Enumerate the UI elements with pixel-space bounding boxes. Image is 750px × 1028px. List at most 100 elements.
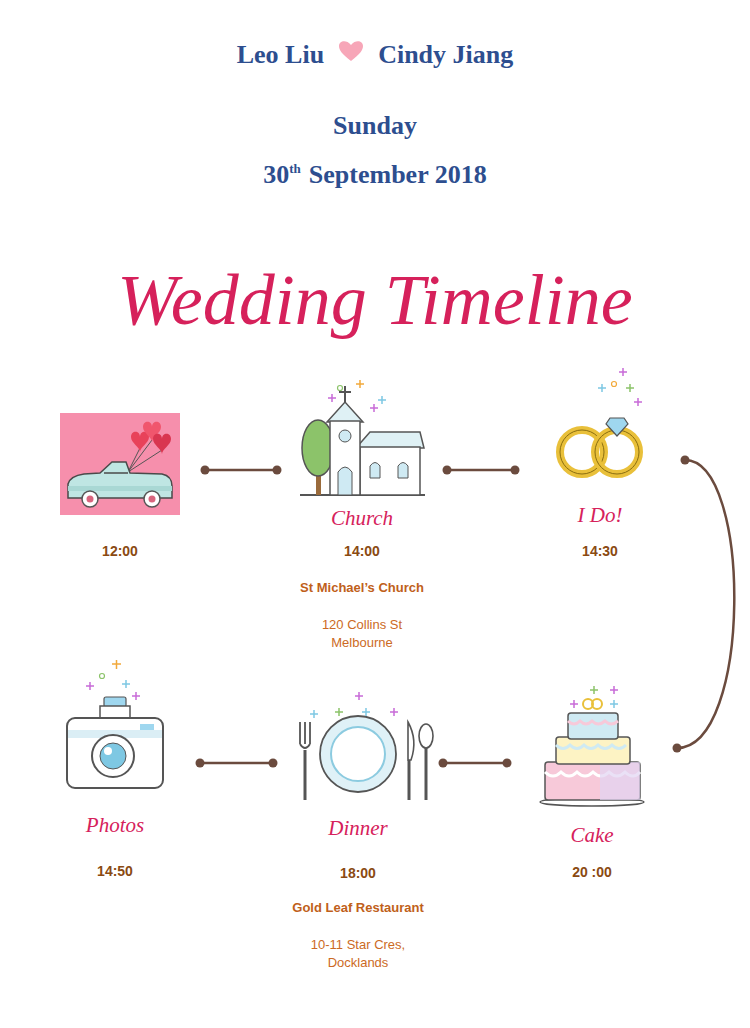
venue-address: 120 Collins St Melbourne <box>300 616 425 652</box>
step-time: 12:00 <box>102 542 138 560</box>
timeline-connector <box>196 759 278 768</box>
timeline-step: Church14:00St Michael’s Church120 Collin… <box>277 380 447 652</box>
connector-dot <box>269 759 278 768</box>
church-icon <box>338 386 343 391</box>
cake-icon <box>568 713 618 739</box>
day-line: Sunday <box>0 111 750 141</box>
step-name: Dinner <box>328 816 388 840</box>
rings-icon <box>560 368 642 474</box>
connector-line <box>447 469 515 472</box>
connector-dot <box>439 759 448 768</box>
connector-dot <box>511 466 520 475</box>
dinner-icon <box>390 708 398 716</box>
church-icon <box>370 463 380 479</box>
date-suffix: th <box>289 161 301 176</box>
connector-dot <box>273 466 282 475</box>
camera-icon <box>100 743 126 769</box>
dinner-icon <box>408 760 411 800</box>
rings-icon <box>626 384 634 392</box>
heart-symbol <box>338 39 364 63</box>
church-icon <box>356 432 424 448</box>
camera-icon <box>92 735 134 777</box>
rings-icon <box>619 368 627 376</box>
cake-icon <box>556 745 626 749</box>
church-icon <box>378 396 386 404</box>
dinner-icon <box>300 692 433 800</box>
date-day: 30 <box>263 160 289 189</box>
camera-icon <box>112 660 121 669</box>
camera-icon <box>104 747 112 755</box>
car-icon <box>153 434 171 454</box>
cake-icon <box>600 762 640 800</box>
church-icon <box>330 421 360 495</box>
dinner-icon <box>310 710 318 718</box>
church-icon <box>339 391 351 393</box>
cake-icon <box>540 686 644 806</box>
title-area: Wedding Timeline <box>0 258 750 342</box>
step-time: 20 :00 <box>572 863 612 881</box>
church-icon <box>356 380 364 388</box>
camera-icon <box>122 680 130 688</box>
cake-icon <box>570 700 578 708</box>
dinner-icon <box>355 692 363 700</box>
step-time: 18:00 <box>340 864 376 882</box>
connector-dot <box>201 466 210 475</box>
dinner-icon <box>408 722 414 760</box>
heart-symbol <box>339 41 363 61</box>
car-icon <box>60 413 180 515</box>
car-icon <box>149 496 156 503</box>
timeline-connector <box>201 466 282 475</box>
camera-icon <box>86 682 94 690</box>
dinner-icon <box>419 724 433 748</box>
venue-name: St Michael’s Church <box>300 579 424 597</box>
car-icon <box>144 491 160 507</box>
connector-line <box>443 762 507 765</box>
rings-icon <box>606 418 628 436</box>
church-icon <box>344 386 346 402</box>
car-icon <box>128 450 162 472</box>
dinner-icon <box>362 708 370 716</box>
date-line: 30th September 2018 <box>0 160 750 190</box>
rings-icon <box>598 384 606 392</box>
dinner-icon <box>331 727 385 781</box>
connector-line <box>677 460 734 748</box>
connector-dot <box>681 456 690 465</box>
church-icon <box>370 404 378 412</box>
cake-icon <box>610 700 618 708</box>
camera-icon <box>132 692 140 700</box>
cake-icon <box>590 686 598 694</box>
dinner-icon <box>425 748 428 800</box>
car-icon <box>68 486 172 491</box>
car-icon <box>104 472 128 474</box>
camera-icon <box>67 660 163 788</box>
car-icon <box>87 496 94 503</box>
timeline-connector <box>439 759 512 768</box>
step-name: Cake <box>570 823 613 847</box>
weekday: Sunday <box>333 111 417 140</box>
camera-icon <box>67 718 163 788</box>
dinner-icon <box>320 716 396 792</box>
church-icon <box>338 467 352 495</box>
groom-name: Leo Liu <box>237 40 324 69</box>
church-icon <box>328 394 336 402</box>
timeline-connector <box>673 456 735 753</box>
car-icon <box>82 491 98 507</box>
cake-icon <box>545 762 640 800</box>
church-icon <box>339 430 351 442</box>
date-month-year: September 2018 <box>309 160 487 189</box>
timeline-connector <box>443 466 520 475</box>
dinner-icon <box>335 708 343 716</box>
timeline-step: 12:00 <box>35 413 205 560</box>
connector-dot <box>196 759 205 768</box>
connector-dot <box>673 744 682 753</box>
cake-icon <box>610 686 618 694</box>
timeline-step: Cake 20 :00 <box>507 685 677 881</box>
timeline-title: Wedding Timeline <box>0 258 750 342</box>
venue-address: 10-11 Star Cres, Docklands <box>296 936 421 972</box>
step-time: 14:00 <box>344 542 380 560</box>
names-line: Leo LiuCindy Jiang <box>0 40 750 70</box>
timeline-step: Dinner18:00Gold Leaf Restaurant10-11 Sta… <box>273 690 443 972</box>
cake-icon <box>568 721 618 724</box>
camera-icon <box>100 674 105 679</box>
